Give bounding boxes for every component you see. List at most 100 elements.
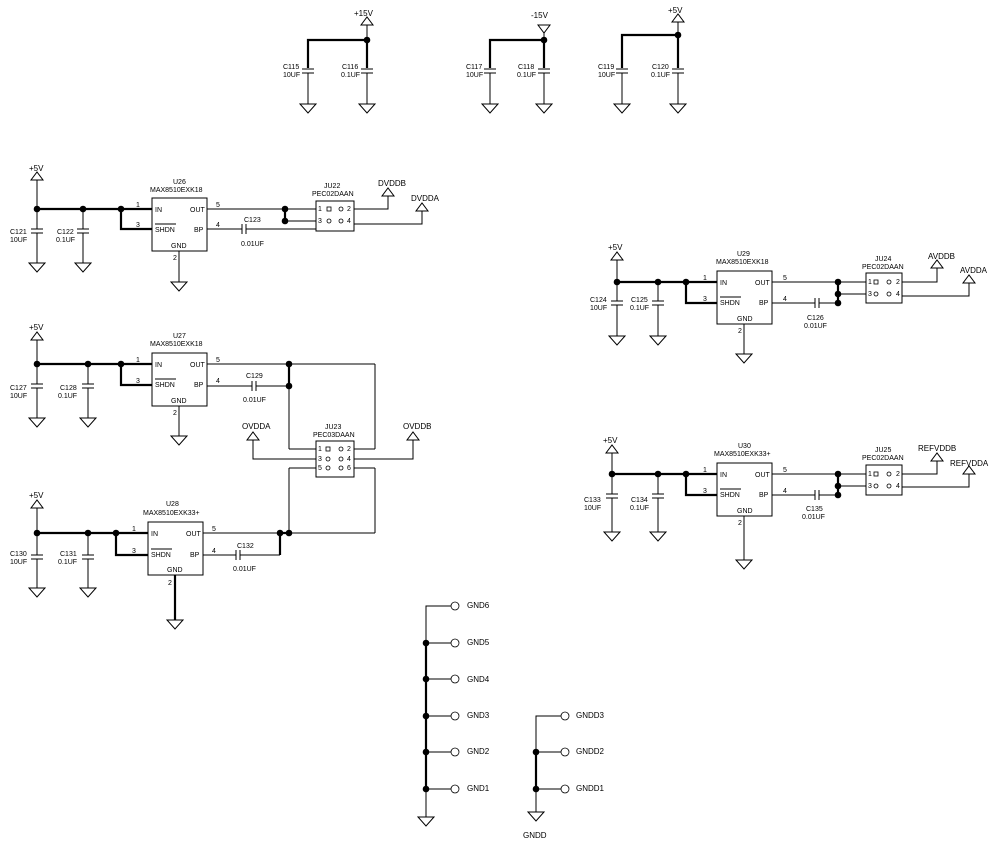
cap-ref: C124: [590, 297, 607, 304]
net-label: AVDDB: [928, 252, 955, 261]
power-rail-arrow: [406, 431, 420, 441]
net-connector: [450, 784, 460, 794]
pin-number: 2: [738, 520, 742, 527]
cap-ref: C134: [631, 497, 648, 504]
ground-symbol: [27, 262, 47, 273]
cap-value: 0.1UF: [630, 305, 649, 312]
pin-name: GND: [167, 567, 183, 574]
cap-value: 10UF: [598, 72, 615, 79]
cap-ref: C118: [518, 64, 534, 71]
pin-number: 1: [132, 526, 136, 533]
pin-number: 3: [703, 488, 707, 495]
pin-name: BP: [190, 552, 200, 559]
pin-name: BP: [759, 300, 769, 307]
digital-ground-tie-group: GNDD GNDD3 GNDD2 GNDD1: [523, 711, 605, 840]
ground-symbol: [734, 559, 754, 570]
jumper-pin-number: 1: [868, 279, 872, 286]
power-rail-arrow: [671, 13, 685, 23]
pin-number: 1: [136, 357, 140, 364]
pin-name: GND: [171, 398, 187, 405]
net-label: DVDDB: [378, 179, 406, 188]
cap-value: 0.01UF: [802, 514, 825, 521]
pin-number: 3: [136, 222, 140, 229]
cap-value: 0.01UF: [243, 397, 266, 404]
jumper-header: [315, 200, 355, 232]
pin-number: 3: [132, 548, 136, 555]
net-label: GND3: [467, 711, 490, 720]
cap-ref: C128: [60, 385, 77, 392]
ground-symbol: [357, 103, 377, 114]
pin-number: 3: [703, 296, 707, 303]
decoupling-group-p5v: +5V C119 10UF C120 0.1UF: [598, 6, 688, 114]
net-connector: [560, 784, 570, 794]
power-rail-arrow: [962, 274, 976, 284]
pin-number: 2: [168, 580, 172, 587]
pin-name: IN: [155, 207, 162, 214]
pin-number: 4: [216, 378, 220, 385]
rail-label: +5V: [603, 436, 618, 445]
ground-symbol: [27, 417, 47, 428]
cap-ref: C133: [584, 497, 601, 504]
pin-number: 4: [216, 222, 220, 229]
cap-value: 10UF: [10, 559, 27, 566]
power-rail-arrow: [537, 24, 551, 34]
net-label: GND2: [467, 747, 490, 756]
pin-number: 5: [783, 467, 787, 474]
ground-symbol: [602, 531, 622, 542]
jumper-pin-number: 2: [347, 446, 351, 453]
cap-value: 10UF: [590, 305, 607, 312]
jumper-pin-number: 4: [896, 483, 900, 490]
jumper-pin-number: 2: [347, 206, 351, 213]
pin-name: OUT: [755, 472, 771, 479]
net-label: GND5: [467, 638, 490, 647]
cap-value: 10UF: [283, 72, 300, 79]
net-label: GND1: [467, 784, 490, 793]
power-rail-arrow: [610, 251, 624, 261]
ic-part-number: MAX8510EXK18: [150, 341, 203, 348]
power-rail-arrow: [30, 499, 44, 509]
ic-ref: U30: [738, 443, 751, 450]
jumper-pin-number: 3: [318, 456, 322, 463]
cap-ref: C117: [466, 64, 482, 71]
cap-ref: C120: [652, 64, 669, 71]
ground-symbol: [607, 335, 627, 346]
cap-ref: C126: [807, 315, 824, 322]
jumper-ref: JU24: [875, 256, 891, 263]
cap-value: 0.1UF: [517, 72, 536, 79]
pin-number: 3: [136, 378, 140, 385]
cap-ref: C116: [342, 64, 358, 71]
net-label: OVDDA: [242, 422, 271, 431]
power-rail-arrow: [30, 331, 44, 341]
regulator-u30-circuit: +5V C133 10UF C134 0.1UF U30 MAX8510EXK3…: [584, 436, 989, 570]
pin-name: IN: [151, 531, 158, 538]
ground-symbol: [78, 587, 98, 598]
cap-value: 0.01UF: [241, 241, 264, 248]
power-rail-arrow: [605, 444, 619, 454]
pin-number: 2: [173, 410, 177, 417]
cap-value: 0.1UF: [630, 505, 649, 512]
jumper-ref: JU25: [875, 447, 891, 454]
jumper-pin-number: 2: [896, 471, 900, 478]
power-rail-arrow: [246, 431, 260, 441]
cap-value: 0.1UF: [341, 72, 360, 79]
jumper-header: [865, 272, 903, 304]
jumper-pin-number: 4: [347, 456, 351, 463]
pin-name: SHDN: [155, 227, 175, 234]
rail-label: +5V: [608, 243, 623, 252]
ground-symbol: [648, 335, 668, 346]
ground-symbol: [668, 103, 688, 114]
pin-number: 5: [212, 526, 216, 533]
net-connector: [450, 747, 460, 757]
ic-ref: U27: [173, 333, 186, 340]
net-label: REFVDDB: [918, 444, 956, 453]
rail-label: +5V: [29, 491, 44, 500]
power-rail-arrow: [962, 465, 976, 475]
cap-value: 0.1UF: [651, 72, 670, 79]
rail-label: +5V: [29, 164, 44, 173]
jumper-pin-number: 3: [318, 218, 322, 225]
ground-symbol: [734, 353, 754, 364]
pin-name: GND: [737, 508, 753, 515]
ic-part-number: MAX8510EXK18: [150, 187, 203, 194]
jumper-part: PEC02DAAN: [862, 455, 904, 462]
ground-symbol: [480, 103, 500, 114]
